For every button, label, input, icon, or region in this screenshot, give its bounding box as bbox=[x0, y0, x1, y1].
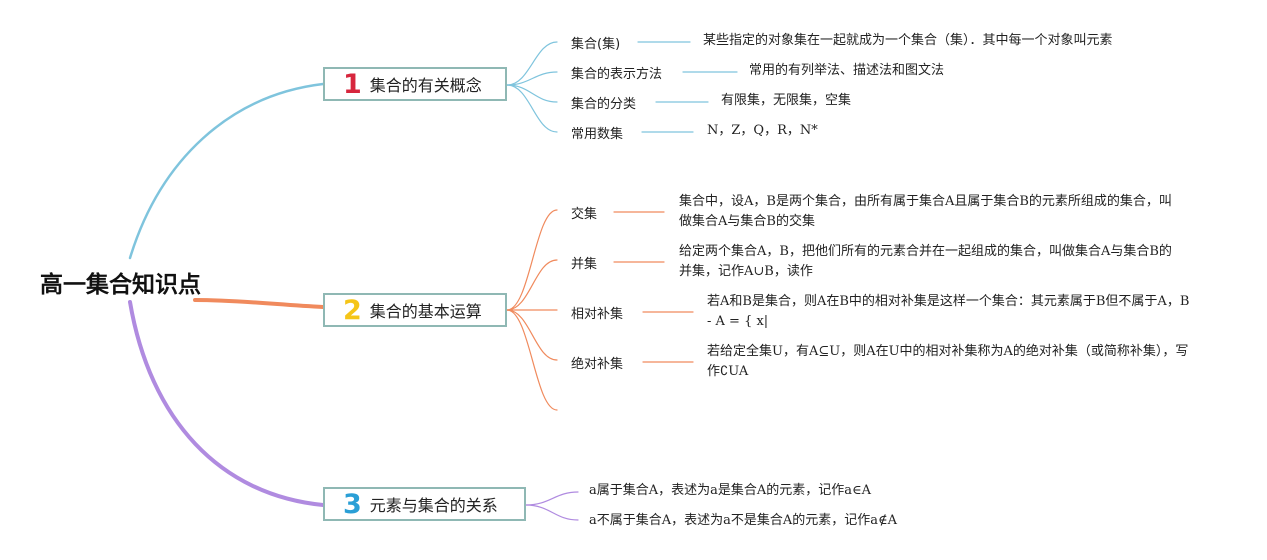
root-to-branch-3-line bbox=[128, 300, 325, 507]
branch-operations[interactable]: 2 集合的基本运算 bbox=[323, 293, 507, 327]
node-set-representation[interactable]: 集合的表示方法 bbox=[571, 67, 663, 82]
branch-label: 集合的基本运算 bbox=[369, 302, 482, 321]
branch-2-fan-line bbox=[506, 309, 558, 361]
node-relative-complement[interactable]: 相对补集 bbox=[571, 307, 624, 322]
branch-number: 1 bbox=[343, 68, 362, 100]
branch-2-fan-line bbox=[506, 309, 558, 411]
node-union[interactable]: 并集 bbox=[571, 257, 598, 272]
desc-number-sets: N，Z，Q，R，N* bbox=[707, 123, 818, 138]
branch-label: 集合的有关概念 bbox=[369, 76, 482, 95]
desc-relative-complement: 若A和B是集合，则A在B中的相对补集是这样一个集合：其元素属于B但不属于A，B … bbox=[707, 294, 1190, 329]
desc-absolute-complement: 若给定全集U，有A⊆U，则A在U中的相对补集称为A的绝对补集（或简称补集），写作… bbox=[707, 344, 1189, 379]
branch-number: 3 bbox=[343, 488, 362, 520]
node-element-not-belongs[interactable]: a不属于集合A，表述为a不是集合A的元素，记作a∉A bbox=[589, 513, 898, 528]
desc-set-definition: 某些指定的对象集在一起就成为一个集合（集）．其中每一个对象叫元素 bbox=[703, 33, 1113, 48]
branch-3-fan-line bbox=[525, 504, 579, 521]
branch-2-fan-line bbox=[506, 209, 558, 311]
root-to-branch-2-line bbox=[193, 298, 325, 309]
branch-label: 元素与集合的关系 bbox=[369, 496, 498, 515]
desc-union: 给定两个集合A，B，把他们所有的元素合并在一起组成的集合，叫做集合A与集合B的并… bbox=[679, 244, 1172, 279]
branch-concepts[interactable]: 1 集合的有关概念 bbox=[323, 67, 507, 101]
node-number-sets[interactable]: 常用数集 bbox=[571, 127, 624, 142]
branch-3-fan-line bbox=[525, 491, 579, 506]
branch-1-fan-line bbox=[506, 84, 558, 103]
branch-1-fan-line bbox=[506, 71, 558, 86]
root-topic[interactable]: 高一集合知识点 bbox=[40, 272, 201, 298]
branch-number: 2 bbox=[343, 294, 362, 326]
branch-element-relation[interactable]: 3 元素与集合的关系 bbox=[323, 487, 526, 521]
desc-set-classification: 有限集，无限集，空集 bbox=[721, 93, 852, 108]
desc-set-representation: 常用的有列举法、描述法和图文法 bbox=[749, 63, 945, 78]
branch-2-fan-line bbox=[506, 259, 558, 311]
root-to-branch-1-line bbox=[128, 82, 325, 260]
node-set-classification[interactable]: 集合的分类 bbox=[571, 97, 637, 112]
node-intersection[interactable]: 交集 bbox=[571, 207, 598, 222]
node-set-definition[interactable]: 集合(集) bbox=[571, 37, 621, 52]
branch-1-fan-line bbox=[506, 41, 558, 86]
desc-intersection: 集合中，设A，B是两个集合，由所有属于集合A且属于集合B的元素所组成的集合，叫做… bbox=[679, 194, 1172, 229]
node-absolute-complement[interactable]: 绝对补集 bbox=[571, 357, 624, 372]
node-element-belongs[interactable]: a属于集合A，表述为a是集合A的元素，记作a∈A bbox=[589, 483, 872, 498]
branch-1-fan-line bbox=[506, 84, 558, 133]
